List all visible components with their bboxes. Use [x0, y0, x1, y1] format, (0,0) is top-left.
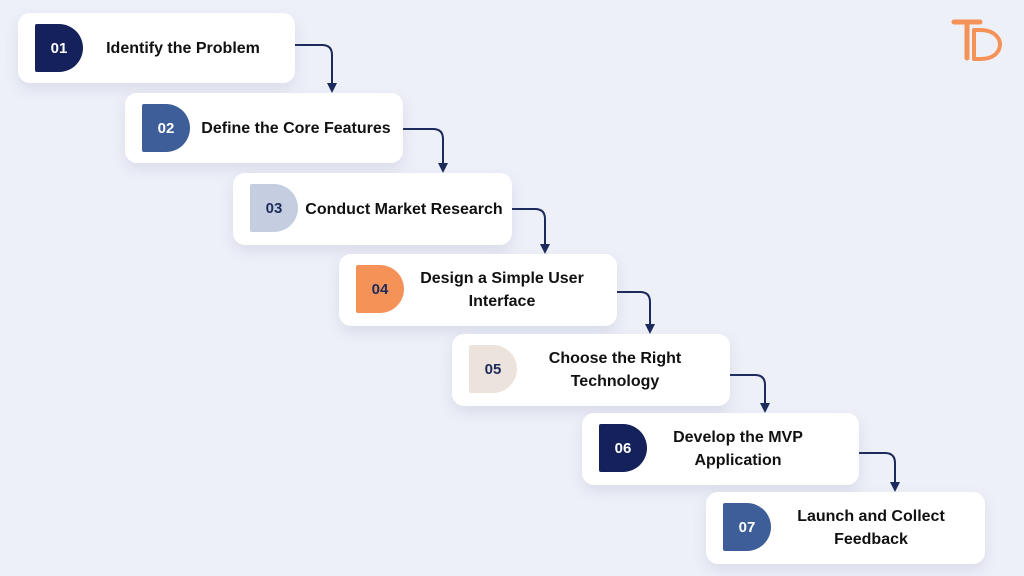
- step-title: Choose the Right Technology: [548, 350, 682, 390]
- connector-line-1: [295, 44, 333, 84]
- step-number-badge: 06: [599, 424, 647, 472]
- connector-line-2: [403, 128, 444, 164]
- step-number-badge: 04: [356, 265, 404, 313]
- step-number-badge: 03: [250, 184, 298, 232]
- connector-line-6: [859, 452, 896, 483]
- step-card-03: 03 Conduct Market Research: [233, 173, 512, 245]
- step-title: Conduct Market Research: [305, 200, 503, 218]
- step-card-02: 02 Define the Core Features: [125, 93, 403, 163]
- arrowhead-icon: [540, 244, 550, 254]
- step-card-04: 04 Design a Simple User Interface: [339, 254, 617, 326]
- connector-line-5: [730, 374, 766, 404]
- td-monogram-logo: [951, 19, 1002, 61]
- arrowhead-icon: [327, 83, 337, 93]
- step-number-badge: 02: [142, 104, 190, 152]
- connector-line-3: [512, 208, 546, 245]
- arrowhead-icon: [890, 482, 900, 492]
- step-number-badge: 01: [35, 24, 83, 72]
- step-card-01: 01 Identify the Problem: [18, 13, 295, 83]
- connector-line-4: [617, 291, 651, 325]
- arrowhead-icon: [645, 324, 655, 334]
- step-number-badge: 07: [723, 503, 771, 551]
- step-card-05: 05 Choose the Right Technology: [452, 334, 730, 406]
- step-title: Define the Core Features: [201, 119, 391, 137]
- step-title: Design a Simple User Interface: [420, 270, 584, 310]
- step-title: Develop the MVP Application: [673, 429, 803, 469]
- step-title: Identify the Problem: [106, 39, 260, 57]
- step-number-badge: 05: [469, 345, 517, 393]
- arrowhead-icon: [760, 403, 770, 413]
- arrowhead-icon: [438, 163, 448, 173]
- step-card-06: 06 Develop the MVP Application: [582, 413, 859, 485]
- step-title: Launch and Collect Feedback: [797, 508, 945, 548]
- step-card-07: 07 Launch and Collect Feedback: [706, 492, 985, 564]
